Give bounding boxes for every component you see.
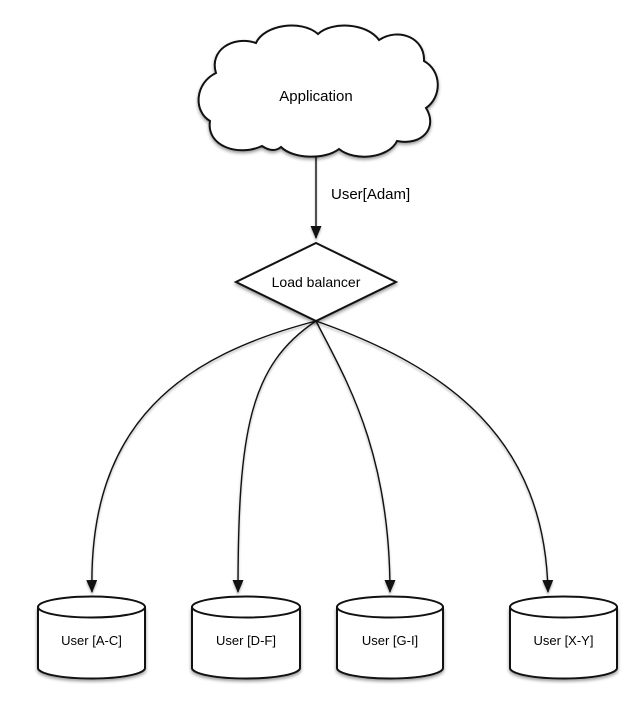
cylinder-body — [191, 607, 301, 680]
diamond-shape — [233, 241, 399, 323]
edge-lb-to-shard-1 — [86, 320, 317, 593]
shard-1-label: User [A-C] — [61, 633, 122, 648]
edge-app-to-lb-label: User[Adam] — [331, 186, 410, 203]
shard-3-label: User [G-I] — [362, 633, 418, 648]
application-label: Application — [279, 88, 352, 105]
load-balancer-label: Load balancer — [272, 274, 361, 290]
cloud-shape — [197, 24, 439, 158]
cylinder-top — [37, 595, 146, 619]
load-balancer-node: Load balancer — [233, 241, 399, 323]
edge-lb-to-shard-3 — [315, 320, 396, 593]
cylinder-top — [336, 595, 444, 619]
shard-node-3: User [G-I] — [336, 595, 444, 680]
shard-node-1: User [A-C] — [37, 595, 146, 680]
application-node: Application — [197, 24, 439, 158]
edge-lb-to-shard-2 — [232, 320, 317, 593]
cylinder-body — [336, 607, 444, 680]
cylinder-top — [191, 595, 301, 619]
edge-lb-to-shard-4 — [315, 320, 554, 593]
cylinder-body — [509, 607, 618, 680]
edges-layer — [86, 150, 554, 593]
cylinder-body — [37, 607, 146, 680]
shard-2-label: User [D-F] — [216, 633, 276, 648]
shard-node-2: User [D-F] — [191, 595, 301, 680]
shard-node-4: User [X-Y] — [509, 595, 618, 680]
shard-4-label: User [X-Y] — [534, 633, 594, 648]
cylinder-top — [509, 595, 618, 619]
